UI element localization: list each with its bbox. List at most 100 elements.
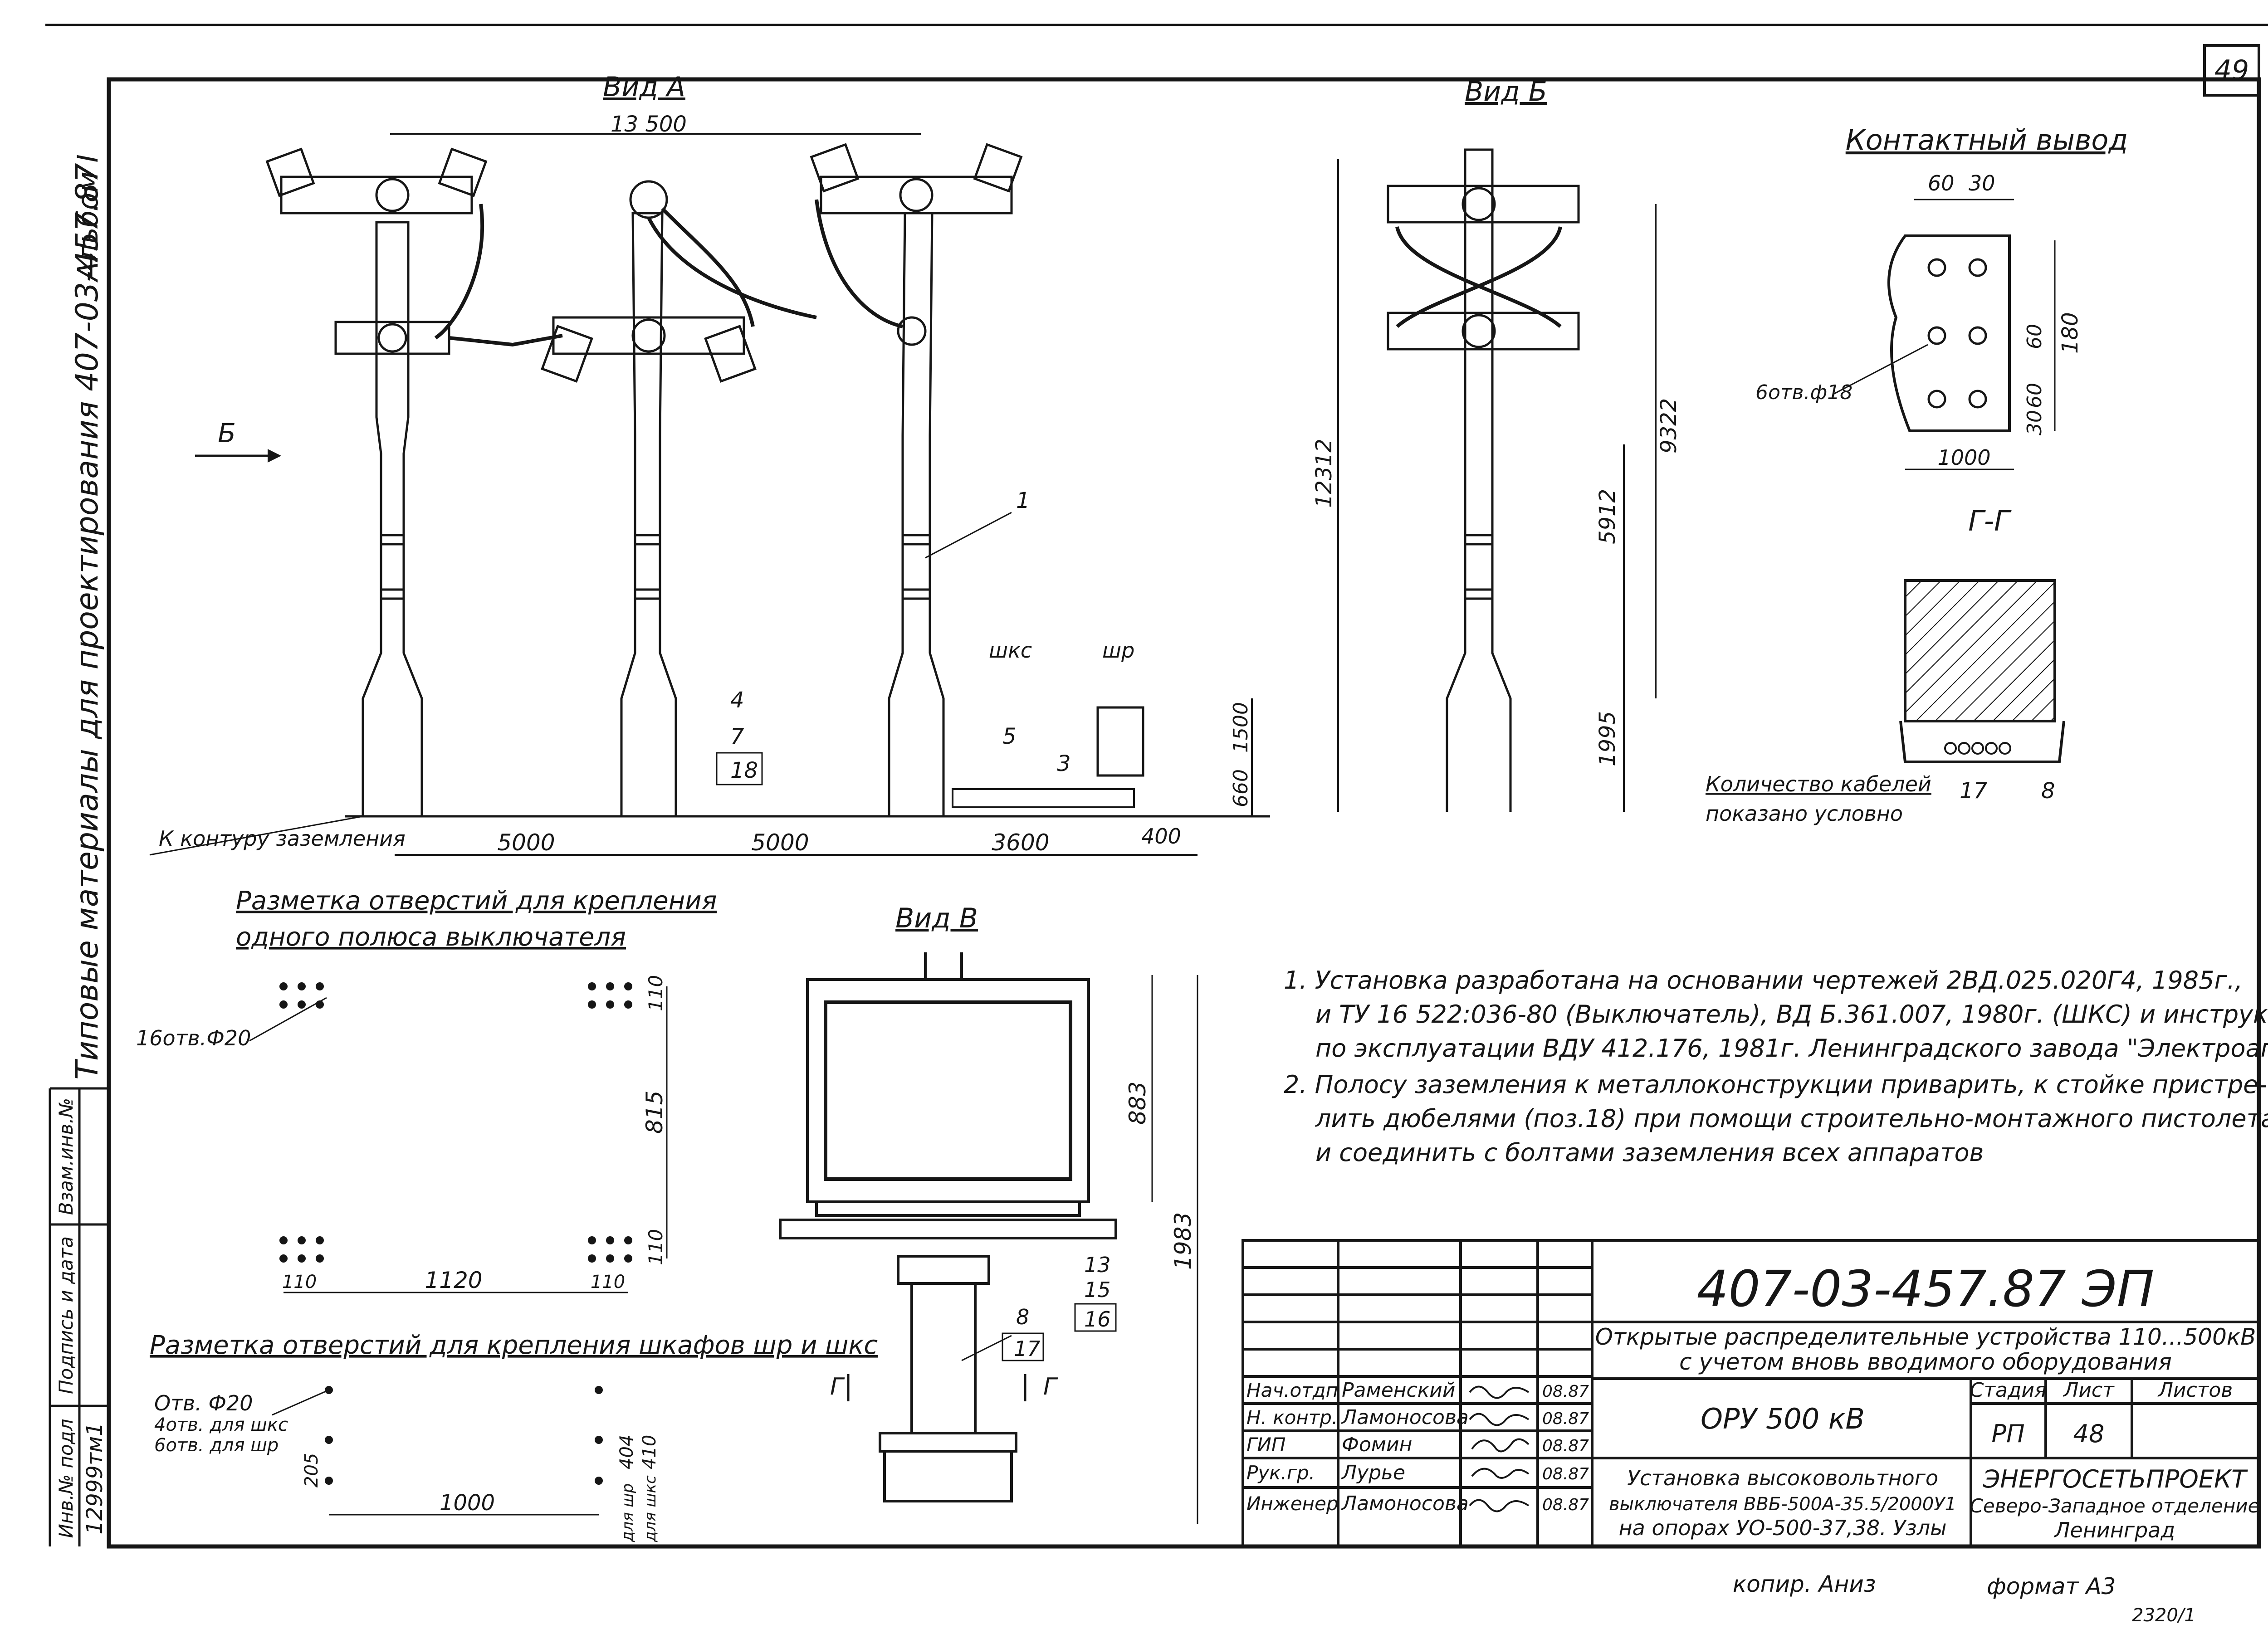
sheet-value: 48 — [2073, 1419, 2105, 1448]
replace-label: Взам.инв.№ — [55, 1098, 77, 1215]
signer-name-4: Лурье — [1341, 1461, 1405, 1484]
holes-cabinet-label: Отв. Ф20 — [154, 1391, 253, 1415]
contact-dim-30: 30 — [1969, 171, 1995, 195]
holes-pole: Разметка отверстий для крепления одного … — [136, 886, 717, 1293]
contact-side-30: 30 — [2023, 410, 2046, 435]
holes-cabinet-dim-410: 410 — [639, 1435, 660, 1469]
view-b-dim-12312: 12312 — [1311, 439, 1337, 508]
drawing-name-2: выключателя ВВБ-500А-35.5/2000У1 — [1609, 1494, 1956, 1515]
holes-pole-dim-110d: 110 — [591, 1272, 625, 1292]
breaker-pole-2 — [541, 180, 817, 816]
drawing-name-1: Установка высоковольтного — [1627, 1466, 1938, 1490]
view-b: Вид Б 12312 9322 5912 1995 — [1311, 76, 1681, 812]
holes-cabinet-shr: 6отв. для шр — [154, 1435, 279, 1456]
signer-role-1: Нач.отдп — [1246, 1379, 1338, 1401]
cabinet-shr — [1096, 706, 1144, 777]
view-v-title: Вид В — [895, 902, 978, 934]
view-b-dim-9322: 9322 — [1656, 398, 1681, 454]
view-a-spacing-4: 400 — [1141, 824, 1181, 849]
section-callout-17: 17 — [1960, 778, 1988, 804]
callout-1: 1 — [1016, 488, 1030, 513]
view-b-pole — [1387, 148, 1580, 812]
view-v-callout-17: 17 — [1014, 1336, 1041, 1361]
contact-terminal: Контактный вывод 60 30 60 60 30 180 1000… — [1755, 123, 2128, 470]
series-title: Типовые материалы для проектирования 407… — [69, 163, 105, 1079]
contact-side-180: 180 — [2058, 312, 2083, 354]
side-strip: Альбом I Типовые материалы для проектиро… — [49, 154, 109, 1546]
drawing-name-3: на опорах УО-500-37,38. Узлы — [1619, 1516, 1947, 1540]
contact-side-60b: 60 — [2023, 383, 2046, 408]
inv-value: 12999тм1 — [82, 1422, 108, 1534]
contact-holes-label: 6отв.ф18 — [1755, 381, 1853, 404]
cable-tray — [952, 788, 1135, 808]
holes-pole-dim-110c: 110 — [282, 1272, 317, 1292]
inv-label: Инв.№ подл — [55, 1419, 77, 1538]
section-callout-8: 8 — [2041, 778, 2055, 804]
note-line-4: 2. Полосу заземления к металлоконструкци… — [1284, 1070, 2267, 1099]
stage-header: Стадия — [1970, 1379, 2047, 1402]
holes-cabinet-title: Разметка отверстий для крепления шкафов … — [150, 1331, 878, 1360]
view-v-section-mark-left: Г — [830, 1373, 845, 1400]
view-v-dim-883: 883 — [1124, 1082, 1151, 1125]
signer-role-2: Н. контр. — [1246, 1406, 1338, 1429]
sheets-header: Листов — [2157, 1379, 2233, 1402]
view-v-callout-13: 13 — [1084, 1253, 1111, 1277]
view-b-dim-5912: 5912 — [1595, 489, 1620, 544]
holes-pole-dim-815: 815 — [641, 1091, 668, 1134]
section-note-1: Количество кабелей — [1706, 772, 1931, 796]
view-a-span: 13 500 — [611, 112, 687, 137]
signer-name-1: Раменский — [1342, 1379, 1456, 1402]
view-v-callout-8: 8 — [1016, 1305, 1029, 1329]
view-v-callout-16: 16 — [1084, 1307, 1111, 1331]
object-name: ОРУ 500 кВ — [1701, 1402, 1865, 1435]
contact-side-60a: 60 — [2023, 324, 2046, 349]
signer-role-3: ГИП — [1246, 1434, 1286, 1456]
holes-cabinet-dim-404: 404 — [616, 1435, 637, 1469]
view-a-height-1500: 1500 — [1229, 702, 1252, 753]
contact-dim-60: 60 — [1928, 171, 1955, 195]
view-b-dim-1995: 1995 — [1595, 711, 1620, 766]
view-v-dim-1983: 1983 — [1170, 1212, 1196, 1270]
breaker-pole-3 — [810, 143, 1023, 816]
signatures — [1469, 1385, 1530, 1512]
note-line-1: 1. Установка разработана на основании че… — [1284, 966, 2243, 995]
contact-title: Контактный вывод — [1846, 123, 2128, 156]
sheet-header: Лист — [2063, 1379, 2115, 1402]
org-3: Ленинград — [2053, 1518, 2175, 1542]
contact-bottom-dim: 1000 — [1937, 445, 1990, 470]
doc-code: 407-03-457.87 ЭП — [1697, 1260, 2155, 1318]
stage-value: РП — [1991, 1419, 2024, 1448]
holes-cabinet-dim-1000: 1000 — [440, 1490, 495, 1516]
holes-cabinet-note-shks: для шкс — [641, 1475, 660, 1542]
holes-cabinet-note-shr: для шр — [619, 1483, 637, 1542]
view-a-title: Вид А — [603, 71, 685, 103]
note-line-2: и ТУ 16 522:036-80 (Выключатель), ВД Б.3… — [1315, 1000, 2268, 1029]
signer-role-5: Инженер — [1246, 1492, 1339, 1515]
signer-name-2: Ламоносова — [1341, 1406, 1469, 1429]
signer-date-1: 08.87 — [1542, 1382, 1589, 1401]
title-block: 407-03-457.87 ЭП Открытые распределитель… — [1242, 1239, 2260, 1548]
callout-shks: шкс — [989, 638, 1032, 663]
callout-shr: шр — [1102, 638, 1134, 663]
project-line-1: Открытые распределительные устройства 11… — [1595, 1324, 2256, 1350]
note-line-3: по эксплуатации ВДУ 412.176, 1981г. Лени… — [1315, 1034, 2268, 1063]
signer-date-3: 08.87 — [1542, 1437, 1589, 1455]
signer-date-4: 08.87 — [1542, 1465, 1589, 1483]
callout-18: 18 — [730, 758, 758, 783]
holes-pole-label: 16отв.Ф20 — [136, 1026, 251, 1050]
footer-extra: 2320/1 — [2132, 1605, 2196, 1626]
section-gg-title: Г-Г — [1968, 504, 2012, 537]
section-hatched-post — [1904, 579, 2056, 722]
holes-cabinet-shks: 4отв. для шкс — [154, 1414, 288, 1435]
footer-format: формат А3 — [1987, 1573, 2116, 1600]
view-v-section-mark-right: Г — [1043, 1373, 1058, 1400]
holes-cabinet-dim-205: 205 — [301, 1453, 322, 1488]
holes-pole-dim-110a: 110 — [645, 975, 667, 1011]
holes-pole-title-2: одного полюса выключателя — [236, 922, 626, 952]
view-b-title: Вид Б — [1465, 76, 1547, 107]
holes-cabinet: Разметка отверстий для крепления шкафов … — [150, 1331, 878, 1542]
org-1: ЭНЕРГОСЕТЬПРОЕКТ — [1983, 1465, 2248, 1493]
sheet-frame — [107, 77, 2261, 1549]
signer-date-2: 08.87 — [1542, 1410, 1589, 1428]
